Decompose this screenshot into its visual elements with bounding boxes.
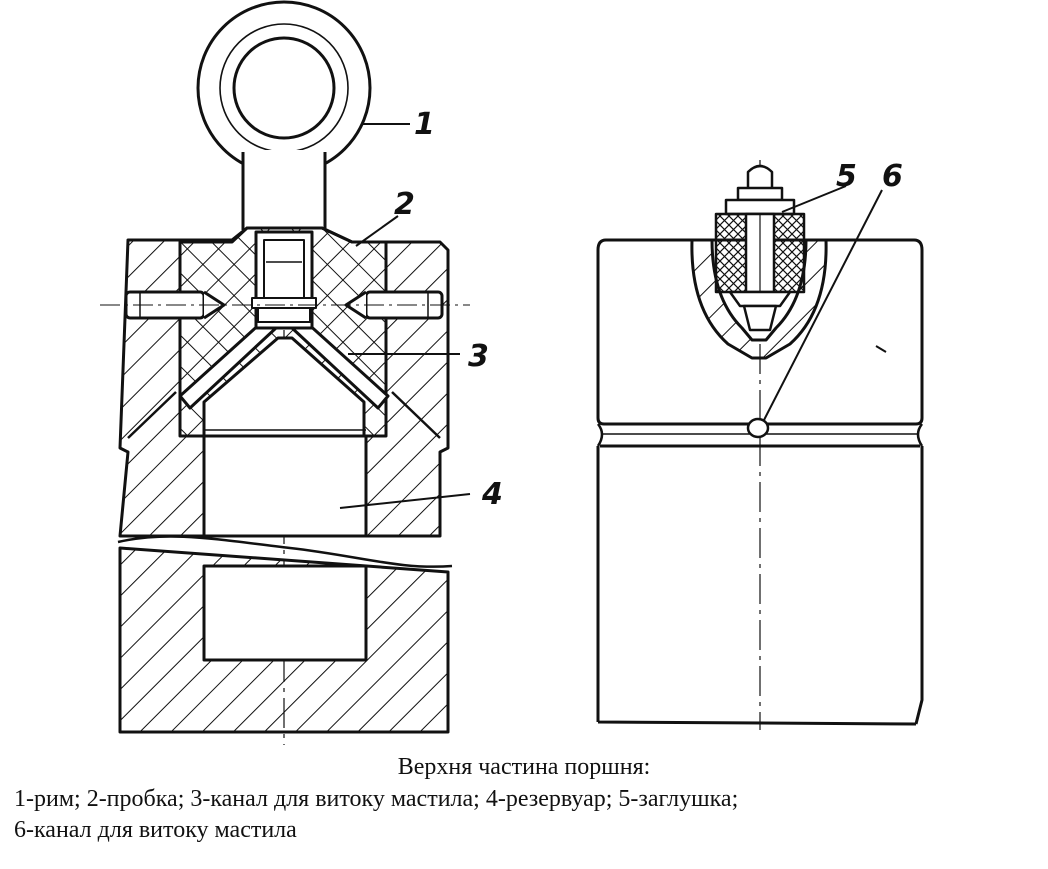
oil-hole-6 [746, 417, 770, 439]
callout-5: 5 [836, 159, 857, 194]
leader-5 [781, 185, 847, 213]
leader-4 [339, 493, 471, 509]
break-line [117, 535, 453, 568]
callout-2: 2 [394, 187, 415, 222]
right-body-upper [596, 238, 924, 426]
leader-6 [763, 189, 883, 421]
piston-drawing: 1 2 3 4 5 6 [100, 0, 924, 745]
right-body-lower [596, 446, 924, 726]
callout-3: 3 [468, 339, 489, 374]
left-section-view [100, 0, 471, 745]
eye-bolt [196, 0, 372, 232]
right-exterior-view [596, 160, 924, 730]
screw-plug-5 [714, 164, 806, 332]
caption-legend-line-1: 1-рим; 2-пробка; 3-канал для витоку маст… [14, 786, 739, 812]
reservoir-4 [202, 434, 368, 538]
callout-1: 1 [414, 107, 435, 142]
small-mark [875, 345, 887, 353]
callout-4: 4 [481, 477, 503, 512]
caption-legend-line-2: 6-канал для витоку мастила [14, 817, 297, 843]
callout-6: 6 [882, 159, 903, 194]
leader-2 [355, 215, 399, 247]
caption-title: Верхня частина поршня: [397, 754, 651, 780]
